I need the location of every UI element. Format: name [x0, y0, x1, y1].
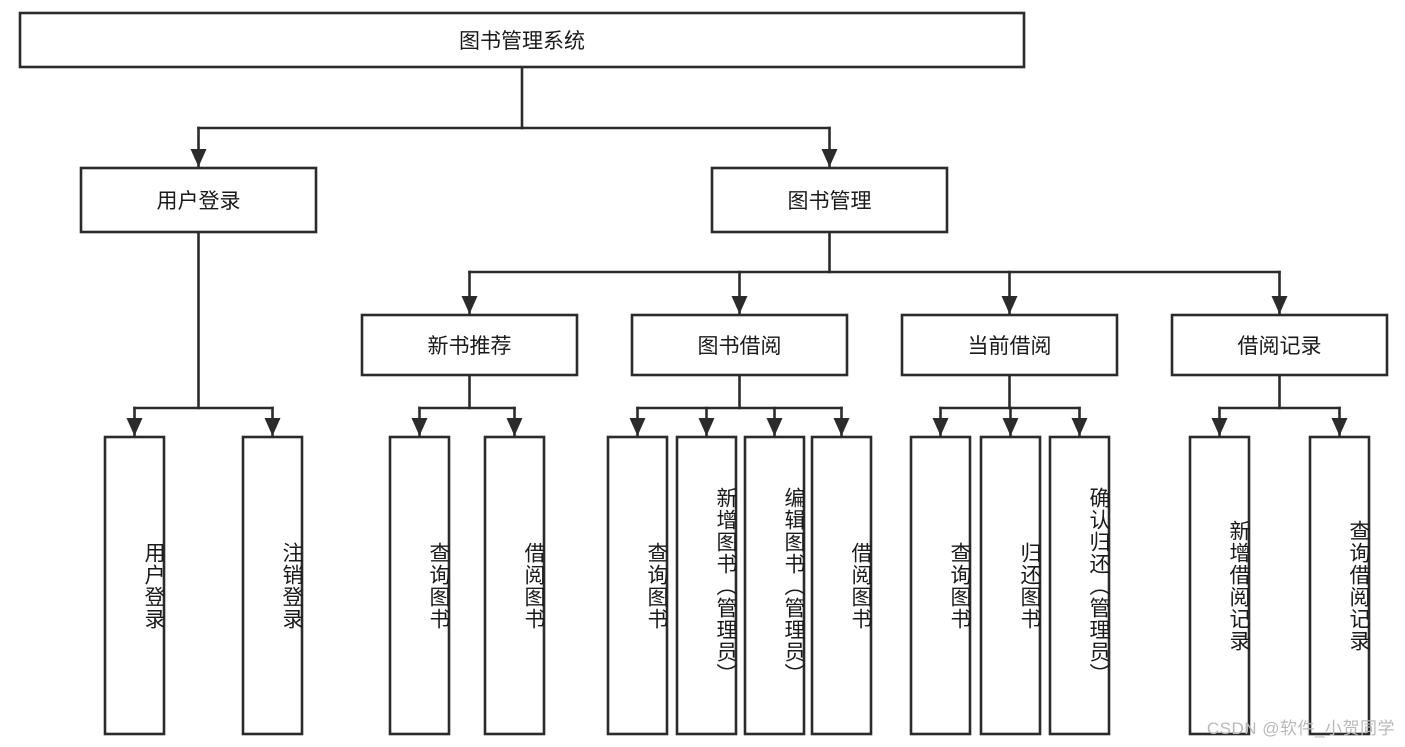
- arrow-head-icon: [1002, 418, 1019, 436]
- node-box-leaf2[interactable]: [241, 435, 304, 736]
- connector-bus-record: [1211, 373, 1348, 438]
- node-box-leaf13[interactable]: [1308, 435, 1371, 736]
- arrow-head-icon: [731, 296, 748, 314]
- arrow-head-icon: [1071, 418, 1088, 436]
- arrow-head-icon: [1001, 296, 1018, 314]
- node-box-leaf7[interactable]: [743, 435, 806, 736]
- arrow-head-icon: [766, 418, 783, 436]
- arrow-head-icon: [833, 418, 850, 436]
- node-box-root[interactable]: [18, 11, 1026, 69]
- arrow-head-icon: [1331, 418, 1348, 436]
- connector-bus-login: [126, 230, 281, 438]
- node-box-leaf8[interactable]: [810, 435, 873, 736]
- connector-bus-bookmgmt: [461, 230, 1288, 316]
- node-box-leaf3[interactable]: [388, 435, 451, 736]
- node-box-leaf4[interactable]: [483, 435, 546, 736]
- connector-bus-root: [190, 65, 838, 169]
- arrow-head-icon: [821, 149, 838, 167]
- arrow-head-icon: [264, 418, 281, 436]
- arrow-head-icon: [411, 418, 428, 436]
- arrow-head-icon: [932, 418, 949, 436]
- node-box-leaf11[interactable]: [1048, 435, 1111, 736]
- node-box-leaf5[interactable]: [606, 435, 669, 736]
- node-box-current[interactable]: [900, 313, 1119, 377]
- node-box-bookmgmt[interactable]: [710, 166, 949, 234]
- connector-bus-newbook: [411, 373, 523, 438]
- node-box-record[interactable]: [1170, 313, 1389, 377]
- arrow-head-icon: [1271, 296, 1288, 314]
- node-box-leaf12[interactable]: [1188, 435, 1251, 736]
- node-box-leaf10[interactable]: [979, 435, 1042, 736]
- arrow-head-icon: [506, 418, 523, 436]
- node-box-leaf6[interactable]: [675, 435, 738, 736]
- arrow-head-icon: [190, 149, 207, 167]
- arrow-head-icon: [629, 418, 646, 436]
- node-box-login[interactable]: [79, 166, 318, 234]
- arrow-head-icon: [1211, 418, 1228, 436]
- connector-bus-current: [932, 373, 1088, 438]
- arrow-head-icon: [461, 296, 478, 314]
- node-box-newbook[interactable]: [360, 313, 579, 377]
- connector-bus-borrow: [629, 373, 850, 438]
- csdn-watermark: CSDN @软件_小贺同学: [1206, 719, 1395, 738]
- node-box-leaf1[interactable]: [103, 435, 166, 736]
- arrow-head-icon: [126, 418, 143, 436]
- node-box-leaf9[interactable]: [909, 435, 972, 736]
- arrow-head-icon: [698, 418, 715, 436]
- node-box-borrow[interactable]: [630, 313, 849, 377]
